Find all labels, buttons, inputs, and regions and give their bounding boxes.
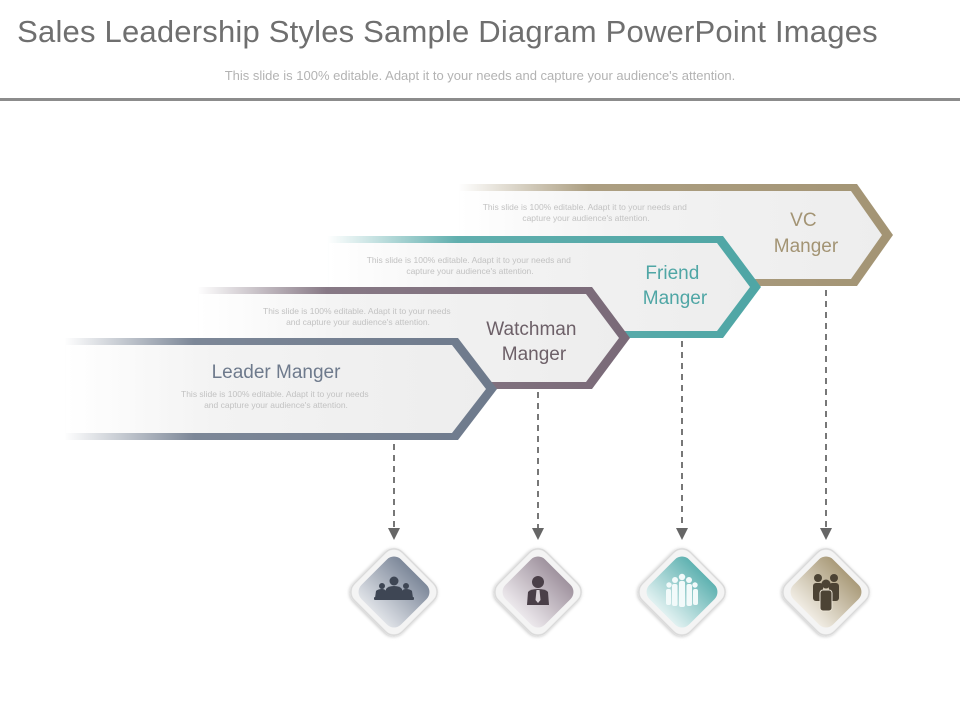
arrow-body-watchman: This slide is 100% editable. Adapt it to…: [263, 306, 453, 327]
page-subtitle: This slide is 100% editable. Adapt it to…: [224, 68, 736, 83]
person-tie-icon: [527, 576, 549, 605]
arrow-body-friend: This slide is 100% editable. Adapt it to…: [367, 255, 574, 276]
tile-leader: [350, 548, 438, 636]
arrow-step-leader-manger: Leader Manger This slide is 100% editabl…: [64, 338, 497, 440]
arrow-label-friend: Friend Manger: [643, 263, 708, 309]
arrow-label-vc: VC Manger: [774, 210, 839, 257]
leader-group-icon: [374, 576, 414, 600]
connector-watchman: [532, 392, 544, 540]
page-title: Sales Leadership Styles Sample Diagram P…: [17, 14, 878, 49]
tile-friend: [638, 548, 726, 636]
arrow-label-watchman: Watchman Manger: [486, 319, 581, 365]
arrow-body-leader: This slide is 100% editable. Adapt it to…: [181, 389, 371, 410]
arrow-label-leader: Leader Manger: [212, 362, 342, 383]
title-divider: [0, 98, 960, 101]
connector-friend: [676, 341, 688, 540]
people-icon: [813, 574, 839, 612]
connector-leader: [388, 444, 400, 540]
tile-watchman: [494, 548, 582, 636]
tile-vc: [782, 548, 870, 636]
arrow-body-vc: This slide is 100% editable. Adapt it to…: [483, 202, 690, 223]
crowd-icon: [666, 573, 698, 607]
connector-vc: [820, 290, 832, 540]
